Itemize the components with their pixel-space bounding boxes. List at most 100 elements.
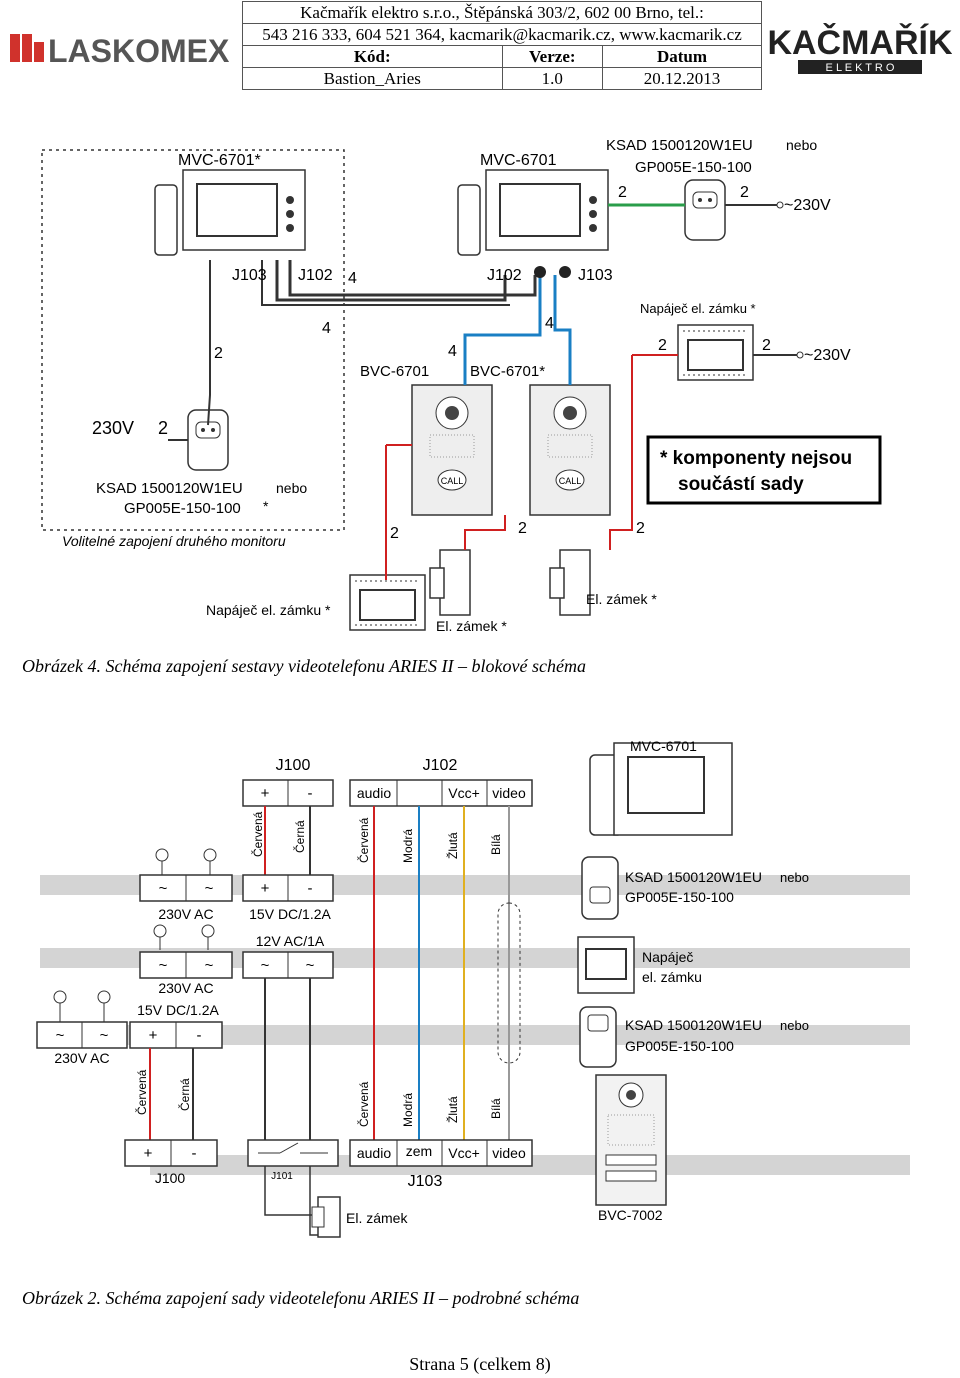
bvc-label: BVC-7002 (598, 1207, 663, 1223)
page-footer: Strana 5 (celkem 8) (409, 1354, 551, 1374)
logo-left-text: LASKOMEX (48, 33, 230, 69)
zluta-label-1: Žlutá (445, 832, 460, 859)
tilde-1: ~ (159, 880, 168, 897)
ksad-left-label: KSAD 1500120W1EU (96, 480, 243, 497)
zamek-bottom-label: El. zámek * (436, 618, 507, 634)
mvc-optional-label: MVC-6701* (178, 152, 261, 169)
mvc-label-2: MVC-6701 (630, 738, 697, 754)
laskomex-logo: LASKOMEX (10, 33, 230, 69)
cerna-label-1: Černá (292, 820, 307, 853)
j103-label: J103 (408, 1173, 443, 1190)
bila-label-1: Bílá (489, 834, 503, 855)
cervena-label-4: Červená (356, 1081, 371, 1127)
caption-1: Obrázek 4. Schéma zapojení sestavy video… (22, 656, 586, 676)
call-label-2: CALL (559, 476, 582, 486)
j101-label: J101 (271, 1171, 293, 1182)
ac230-label-1: 230V AC (158, 906, 213, 922)
j100-top-label: J100 (276, 757, 311, 774)
bvc2-label: BVC-6701* (470, 363, 545, 380)
minus-top: - (308, 785, 313, 802)
wire-count-2g: 2 (390, 525, 399, 542)
minus-mid: - (308, 880, 313, 897)
tilde-6: ~ (306, 957, 315, 974)
zamek-label: El. zámek (346, 1210, 408, 1226)
vcc-bottom: Vcc+ (448, 1145, 480, 1161)
logo-right-text: KAČMAŘÍK (768, 23, 952, 62)
zamek-right-label: El. zámek * (586, 591, 657, 607)
wire-count-2d: 2 (158, 418, 168, 438)
note-line1: * komponenty nejsou (660, 448, 852, 469)
wire-count-2b: 2 (740, 184, 749, 201)
napajec-bottom-label: Napáječ el. zámku * (206, 602, 331, 618)
j100-bottom-label: J100 (155, 1170, 186, 1186)
wire-count-4a: 4 (348, 270, 357, 287)
j103-left-label: J103 (232, 267, 267, 284)
tilde-5: ~ (261, 957, 270, 974)
wire-count-2h: 2 (518, 520, 527, 537)
optional-note: Volitelné zapojení druhého monitoru (62, 533, 286, 549)
tilde-7: ~ (56, 1027, 65, 1044)
wire-count-2c: 2 (214, 345, 223, 362)
page-header: LASKOMEX Kačmařík elektro s.r.o., Štěpán… (0, 0, 960, 92)
code-label: Kód: (242, 45, 503, 68)
gp2-label: GP005E-150-100 (625, 1038, 734, 1054)
ac12-label: 12V AC/1A (256, 933, 325, 949)
plus-top: + (261, 785, 270, 802)
company-line2: 543 216 333, 604 521 364, kacmarik@kacma… (242, 23, 762, 46)
wire-count-4d: 4 (448, 343, 457, 360)
dc15-label-2: 15V DC/1.2A (137, 1002, 219, 1018)
j102-left-label: J102 (298, 267, 333, 284)
caption-2: Obrázek 2. Schéma zapojení sady videotel… (22, 1288, 580, 1308)
tilde-2: ~ (205, 880, 214, 897)
modra-label-1: Modrá (401, 829, 415, 863)
tilde-4: ~ (205, 957, 214, 974)
video-bottom: video (492, 1145, 526, 1161)
wire-count-2i: 2 (636, 520, 645, 537)
note-line2: součástí sady (678, 474, 804, 495)
vcc-top: Vcc+ (448, 785, 480, 801)
block-diagram: MVC-6701* MVC-6701 KSAD 1500120W1EU nebo… (41, 137, 882, 634)
napajec-top-label: Napáječ el. zámku * (640, 301, 756, 316)
ksad2-label: KSAD 1500120W1EU (625, 1017, 762, 1033)
zluta-label-2: Žlutá (445, 1096, 460, 1123)
nebo-1-label: nebo (780, 870, 809, 885)
cerna-label-2: Černá (177, 1078, 192, 1111)
gp-top-label: GP005E-150-100 (635, 159, 752, 176)
mvc-label: MVC-6701 (480, 152, 557, 169)
wire-count-2e: 2 (658, 337, 667, 354)
audio-top: audio (357, 785, 391, 801)
ksad-top-label: KSAD 1500120W1EU (606, 137, 753, 154)
minus-bottom: - (192, 1145, 197, 1162)
tilde-3: ~ (159, 957, 168, 974)
minus-row3: - (197, 1027, 202, 1044)
plus-bottom: + (144, 1145, 153, 1162)
nebo-left-label: nebo (276, 480, 307, 496)
napajec-line1: Napáječ (642, 949, 693, 965)
j103-right-label: J103 (578, 267, 613, 284)
date-label: Datum (602, 45, 762, 68)
video-top: video (492, 785, 526, 801)
version-value: 1.0 (501, 67, 604, 90)
zem-bottom: zem (406, 1143, 432, 1159)
star-left: * (263, 498, 269, 514)
ac-mid-label: ~230V (804, 347, 851, 364)
j102-right-label: J102 (487, 267, 522, 284)
cervena-label-3: Červená (134, 1069, 149, 1115)
ac-top-label: ~230V (784, 197, 831, 214)
logo-right-sub: E L E K T R O (826, 62, 895, 74)
j102-top-label: J102 (423, 757, 458, 774)
wire-count-2f: 2 (762, 337, 771, 354)
bila-label-2: Bílá (489, 1098, 503, 1119)
header-info-table: Kačmařík elektro s.r.o., Štěpánská 303/2… (242, 1, 762, 90)
v230-label: 230V (92, 418, 134, 438)
ksad1-label: KSAD 1500120W1EU (625, 869, 762, 885)
detail-diagram: J100 J102 + - audio Vcc+ video Červená Č… (36, 738, 910, 1238)
tilde-8: ~ (100, 1027, 109, 1044)
note-box (646, 435, 882, 505)
plus-row3: + (149, 1027, 158, 1044)
ac230-label-2: 230V AC (158, 980, 213, 996)
gp1-label: GP005E-150-100 (625, 889, 734, 905)
kacmarik-logo: KAČMAŘÍK E L E K T R O (768, 23, 952, 74)
wire-count-4c: 4 (545, 315, 554, 332)
audio-bottom: audio (357, 1145, 391, 1161)
